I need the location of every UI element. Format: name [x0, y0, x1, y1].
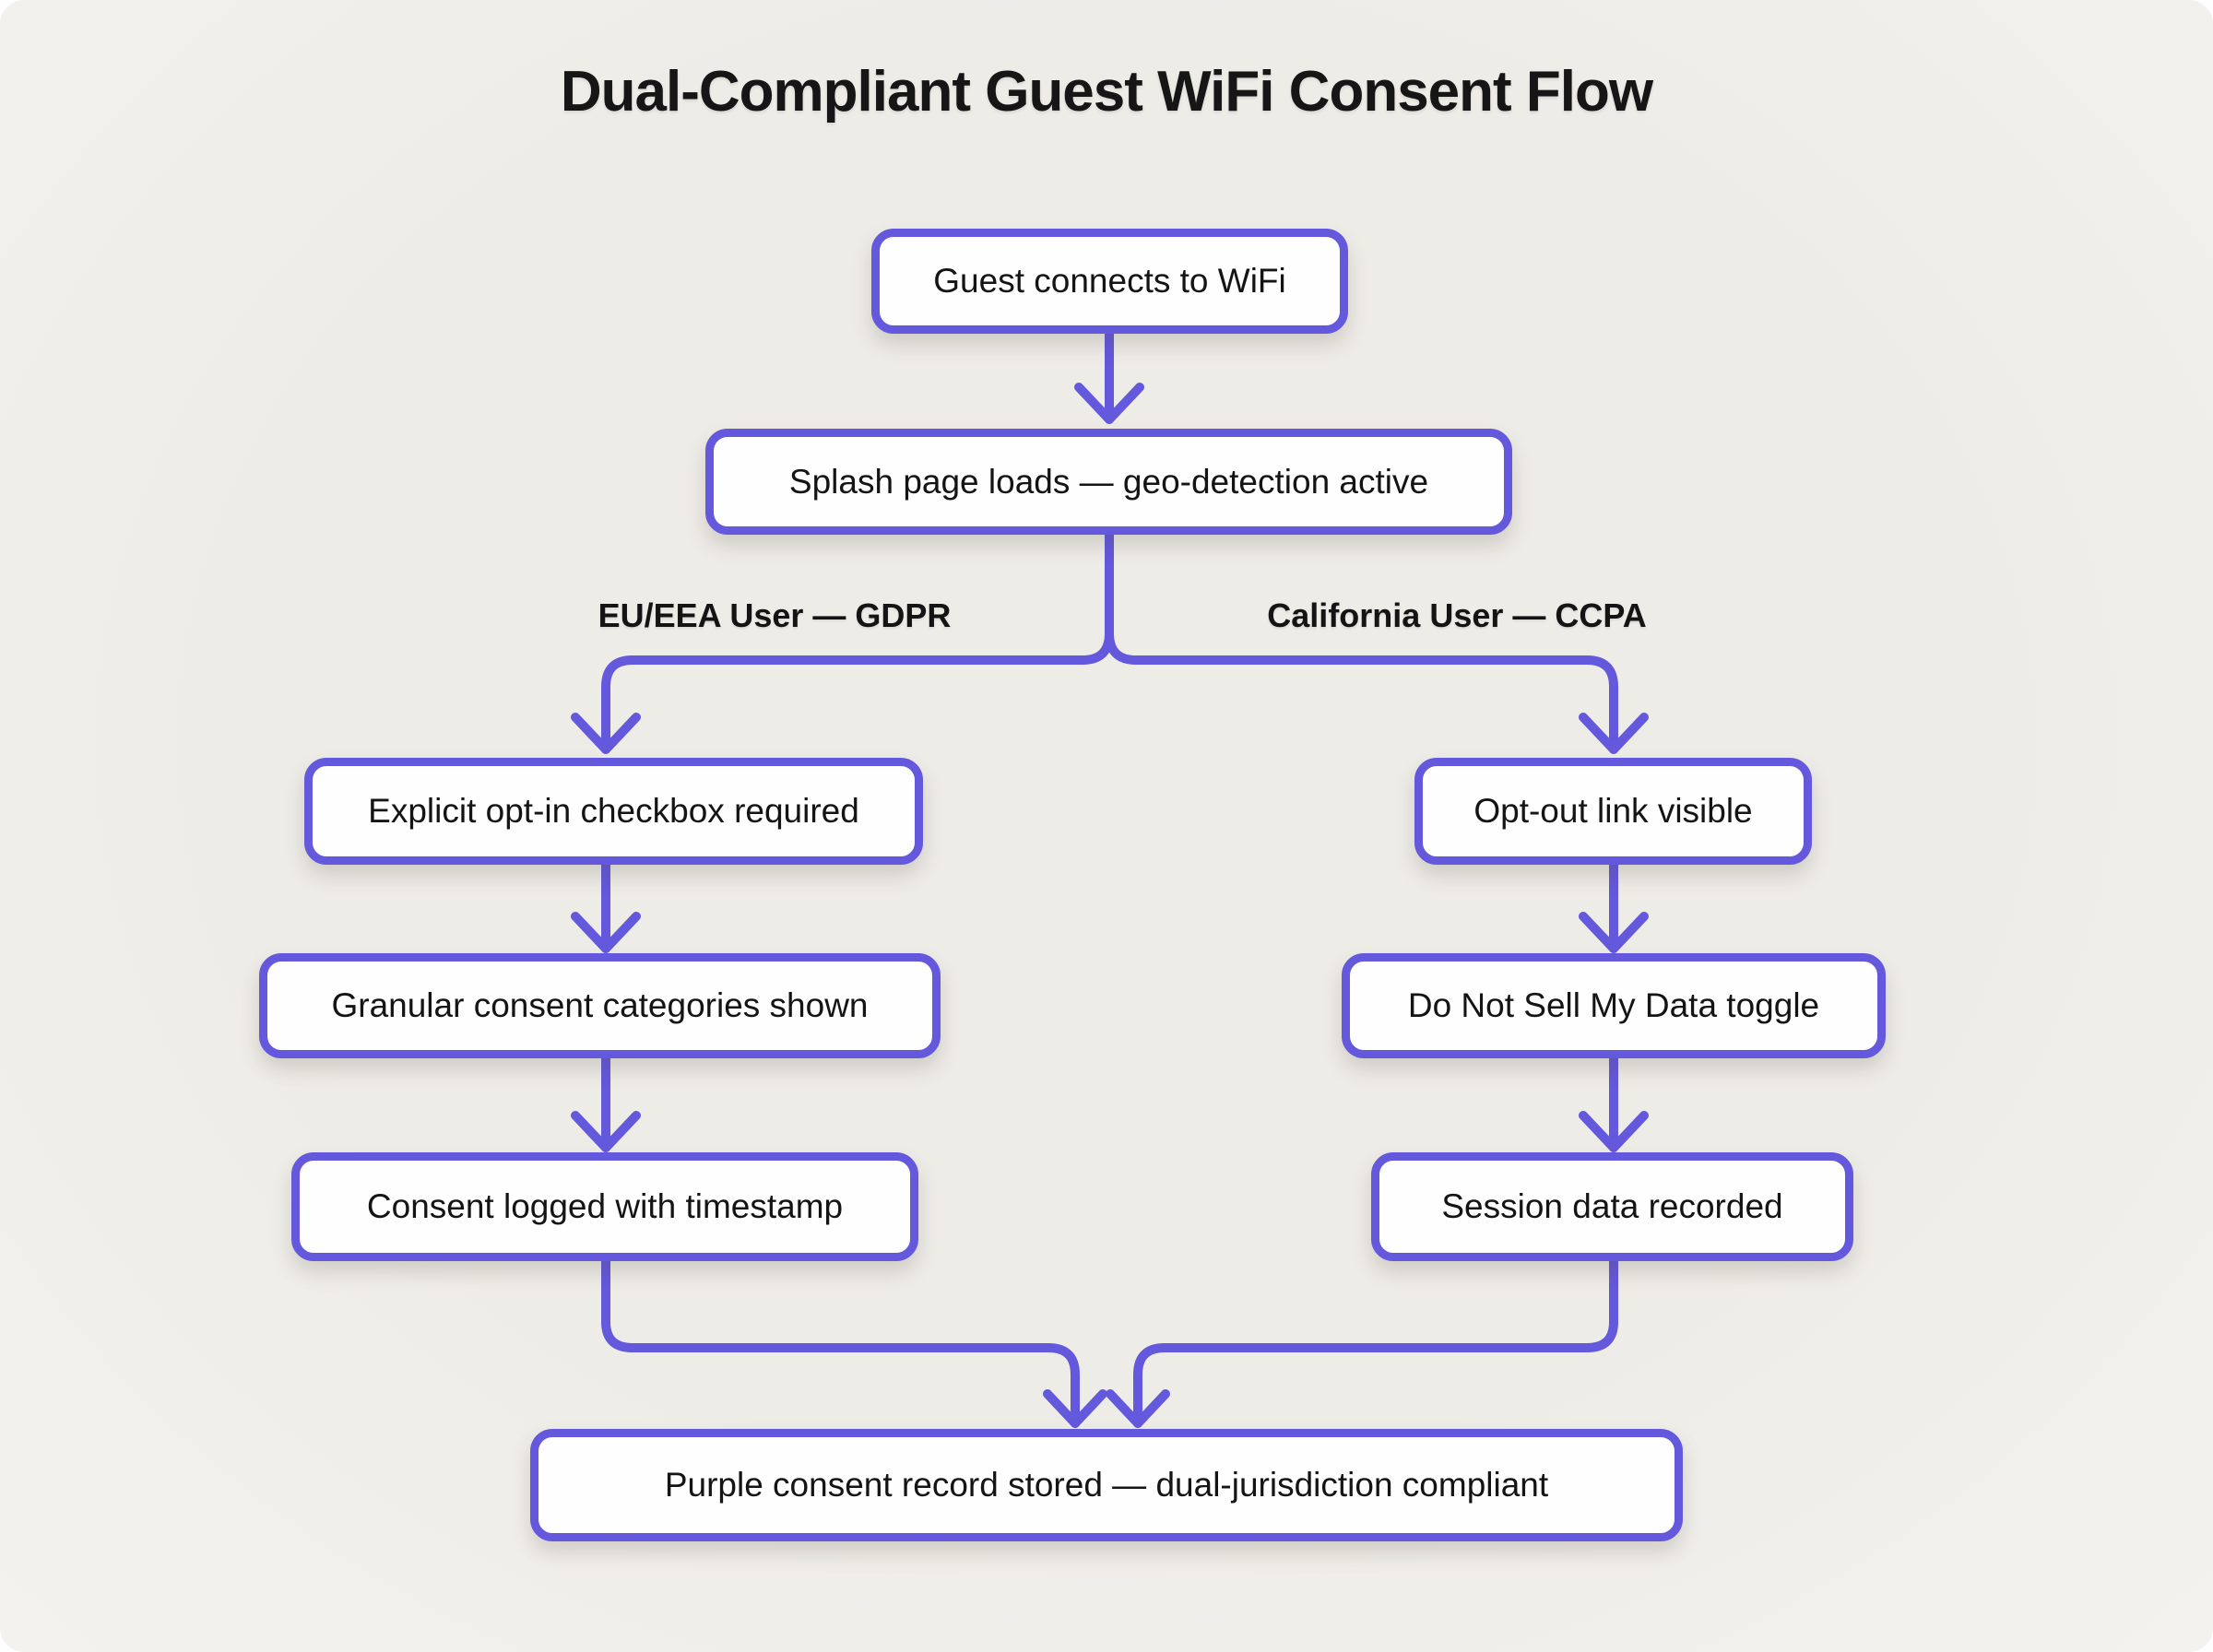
node-guest-connects: Guest connects to WiFi — [871, 229, 1348, 334]
node-opt-out-link: Opt-out link visible — [1414, 758, 1812, 865]
node-opt-out-link-label: Opt-out link visible — [1473, 792, 1753, 830]
arrowhead-merge-right — [1106, 1389, 1170, 1428]
node-splash-page-label: Splash page loads — geo-detection active — [788, 462, 1429, 501]
node-session-data: Session data recorded — [1371, 1152, 1853, 1261]
merge-left-line — [601, 1257, 1080, 1428]
arrowhead-eu1-to-eu2 — [571, 912, 641, 953]
branch-label-gdpr: EU/EEA User — GDPR — [598, 596, 952, 634]
arrowhead-ca2-to-ca3 — [1579, 1111, 1649, 1152]
arrowhead-branch-left — [571, 713, 641, 754]
node-explicit-opt-in-label: Explicit opt-in checkbox required — [368, 792, 859, 830]
node-consent-logged: Consent logged with timestamp — [291, 1152, 918, 1261]
merge-right-line — [1133, 1257, 1618, 1428]
node-consent-record-stored-label: Purple consent record stored — dual-juri… — [664, 1466, 1549, 1504]
branch-left-line — [601, 530, 1114, 754]
arrowhead-start-to-splash — [1074, 383, 1144, 424]
node-splash-page: Splash page loads — geo-detection active — [705, 429, 1512, 535]
node-granular-consent: Granular consent categories shown — [259, 953, 941, 1058]
node-do-not-sell-toggle: Do Not Sell My Data toggle — [1342, 953, 1886, 1058]
branch-right-line — [1105, 530, 1618, 754]
arrowhead-eu2-to-eu3 — [571, 1111, 641, 1152]
node-explicit-opt-in: Explicit opt-in checkbox required — [304, 758, 923, 865]
node-session-data-label: Session data recorded — [1441, 1187, 1783, 1225]
node-do-not-sell-toggle-label: Do Not Sell My Data toggle — [1407, 986, 1820, 1024]
branch-label-ccpa: California User — CCPA — [1267, 596, 1647, 634]
arrowhead-branch-right — [1579, 713, 1649, 754]
page-title: Dual-Compliant Guest WiFi Consent Flow — [560, 60, 1653, 124]
node-granular-consent-label: Granular consent categories shown — [331, 986, 869, 1024]
node-consent-record-stored: Purple consent record stored — dual-juri… — [530, 1429, 1683, 1541]
node-consent-logged-label: Consent logged with timestamp — [366, 1187, 844, 1225]
node-guest-connects-label: Guest connects to WiFi — [933, 262, 1286, 300]
arrowhead-ca1-to-ca2 — [1579, 912, 1649, 953]
arrowhead-merge-left — [1043, 1389, 1107, 1428]
